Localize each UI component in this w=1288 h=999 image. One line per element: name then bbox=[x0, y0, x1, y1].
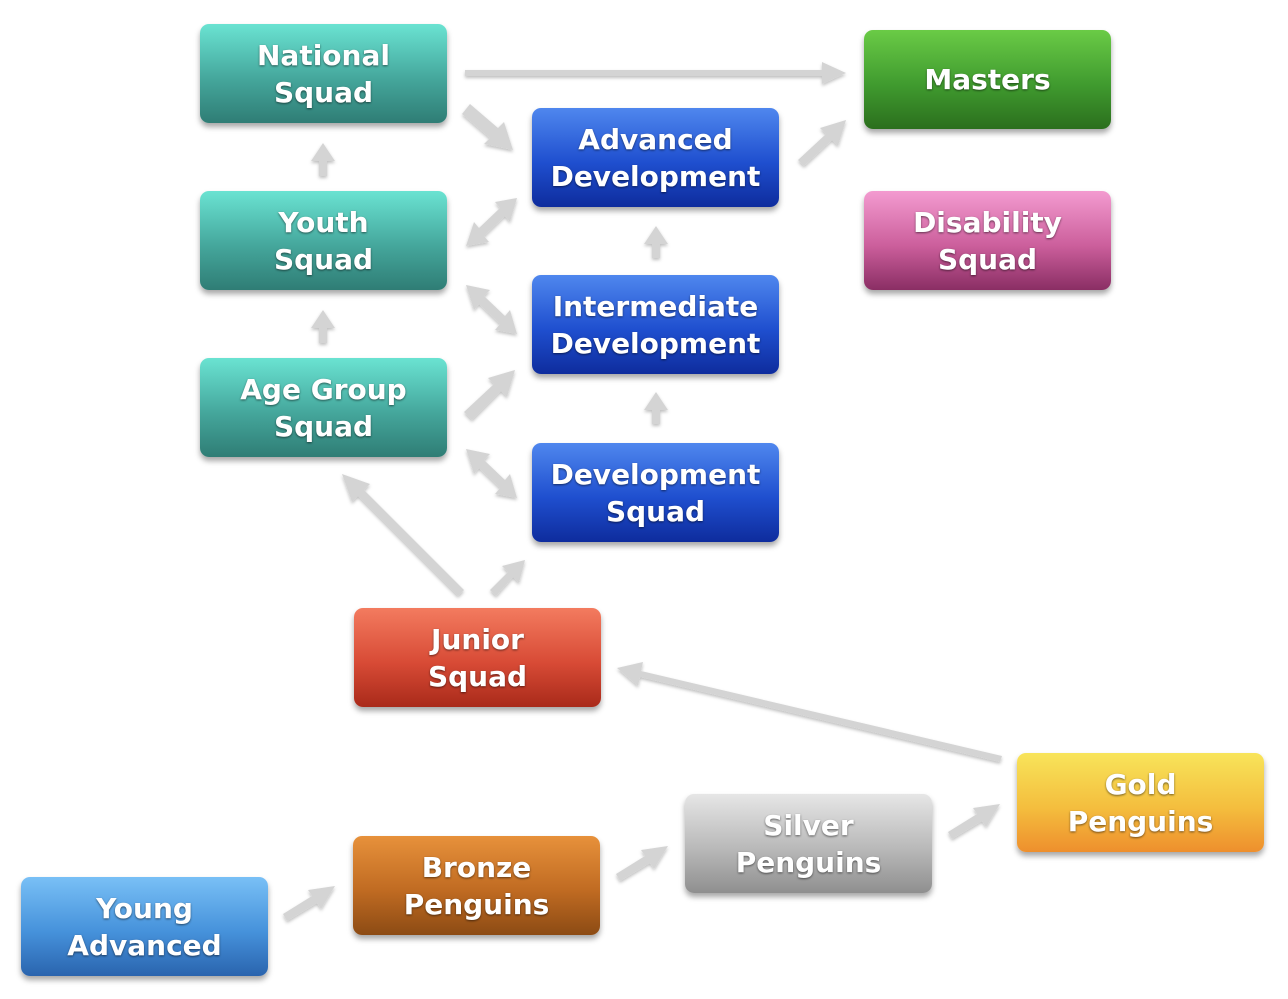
node-young-advanced: Young Advanced bbox=[21, 877, 268, 976]
node-bronze-penguins: Bronze Penguins bbox=[353, 836, 600, 935]
node-label: Intermediate Development bbox=[550, 289, 761, 360]
node-masters: Masters bbox=[864, 30, 1111, 129]
node-label: Young Advanced bbox=[67, 891, 222, 962]
node-label: Development Squad bbox=[550, 457, 761, 528]
arrow-silver-to-gold bbox=[948, 804, 1000, 839]
node-age-group-squad: Age Group Squad bbox=[200, 358, 447, 457]
node-development-squad: Development Squad bbox=[532, 443, 779, 542]
node-silver-penguins: Silver Penguins bbox=[685, 794, 932, 893]
node-disability-squad: Disability Squad bbox=[864, 191, 1111, 290]
arrow-agegroup-development-both bbox=[466, 449, 517, 498]
arrow-junior-to-development bbox=[490, 560, 525, 596]
node-label: Silver Penguins bbox=[735, 808, 882, 879]
arrow-junior-to-agegroup bbox=[342, 474, 464, 596]
node-label: Advanced Development bbox=[550, 122, 761, 193]
node-label: Gold Penguins bbox=[1067, 767, 1214, 838]
arrow-bronze-to-silver bbox=[616, 846, 668, 881]
node-advanced-development: Advanced Development bbox=[532, 108, 779, 207]
arrow-youth-to-national bbox=[311, 143, 335, 176]
node-junior-squad: Junior Squad bbox=[354, 608, 601, 707]
arrow-youth-advanced-both bbox=[466, 198, 517, 246]
node-youth-squad: Youth Squad bbox=[200, 191, 447, 290]
node-label: Age Group Squad bbox=[240, 372, 407, 443]
arrow-youngadvanced-to-bronze bbox=[283, 886, 335, 921]
node-gold-penguins: Gold Penguins bbox=[1017, 753, 1264, 852]
node-label: Disability Squad bbox=[913, 205, 1062, 276]
arrow-agegroup-to-youth bbox=[311, 310, 335, 343]
arrow-youth-intermediate-both bbox=[466, 285, 517, 334]
arrow-national-to-masters bbox=[465, 62, 846, 84]
arrow-gold-to-junior bbox=[617, 662, 1002, 762]
node-intermediate-development: Intermediate Development bbox=[532, 275, 779, 374]
node-label: National Squad bbox=[257, 38, 390, 109]
arrow-agegroup-to-intermediate bbox=[464, 370, 515, 420]
arrow-national-to-advanced bbox=[462, 104, 513, 150]
node-label: Youth Squad bbox=[273, 205, 374, 276]
node-label: Masters bbox=[924, 63, 1051, 96]
node-label: Junior Squad bbox=[427, 622, 528, 693]
arrow-advanced-to-masters bbox=[798, 120, 846, 166]
node-label: Bronze Penguins bbox=[403, 850, 550, 921]
node-national-squad: National Squad bbox=[200, 24, 447, 123]
arrow-intermediate-to-advanced bbox=[644, 226, 668, 258]
arrow-development-to-intermediate bbox=[644, 392, 668, 424]
